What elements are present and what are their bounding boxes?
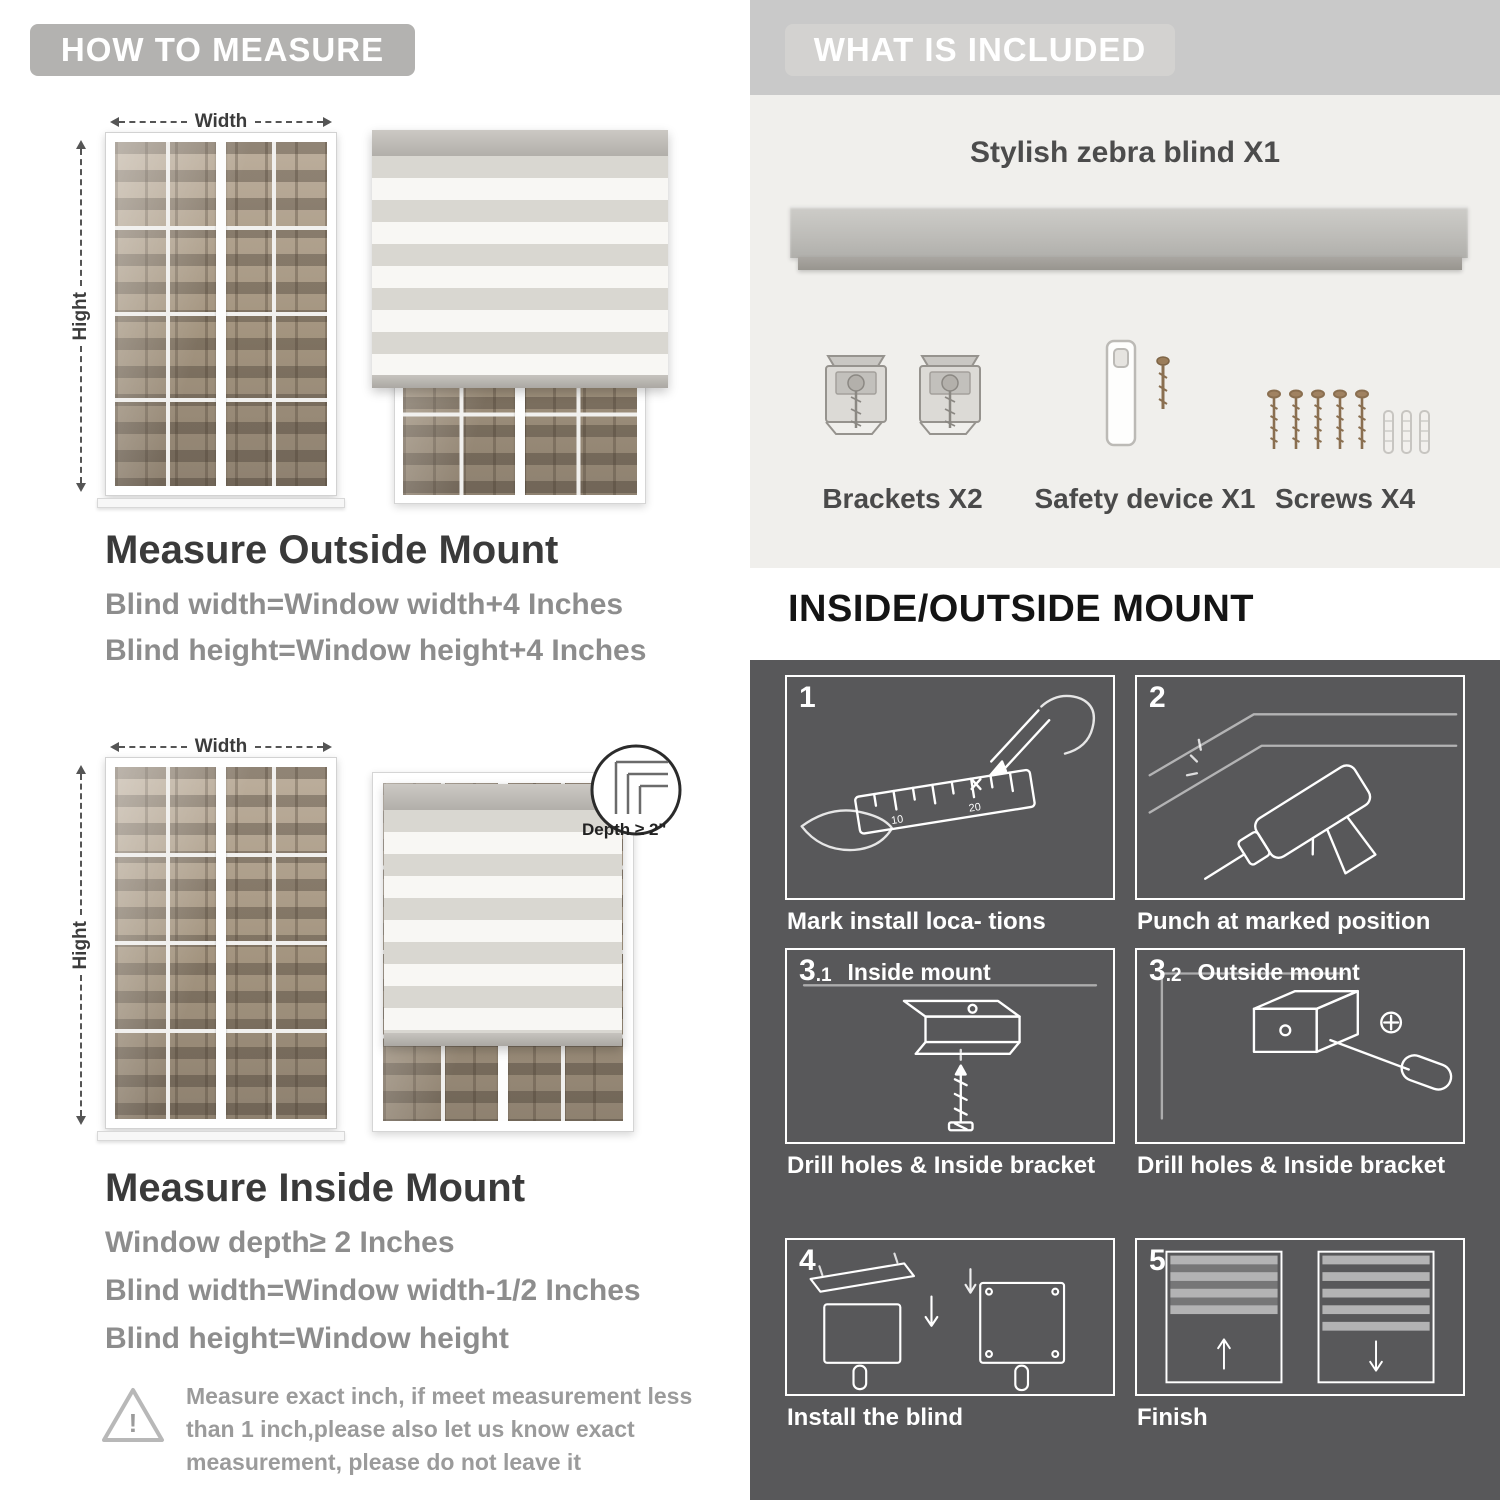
zebra-blind-inside xyxy=(372,772,634,1132)
note-line-3: measurement, please do not leave it xyxy=(186,1449,581,1475)
arrow-up-icon xyxy=(76,765,86,774)
step-panel-4: 4 xyxy=(785,1238,1115,1396)
zebra-shade xyxy=(384,784,622,1046)
zebra-blind-outside xyxy=(372,130,668,504)
product-name: Stylish zebra blind X1 xyxy=(969,136,1281,169)
width-measure-inside: Width xyxy=(110,737,332,756)
width-measure-outside: Width xyxy=(110,112,332,131)
brackets-label: Brackets X2 xyxy=(822,483,983,514)
zebra-stripes xyxy=(384,810,622,1033)
screws-icon xyxy=(1267,389,1430,454)
warning-triangle-icon: ! xyxy=(102,1388,164,1442)
step-number: 5 xyxy=(1149,1244,1166,1277)
safety-device-icon xyxy=(1105,339,1170,447)
blind-cassette xyxy=(384,784,622,810)
note-line-1: Measure exact inch, if meet measurement … xyxy=(186,1383,693,1409)
zebra-blind-headrail xyxy=(790,206,1468,258)
height-label: Hight xyxy=(70,920,91,970)
blind-cassette xyxy=(372,130,668,156)
blind-bottom-rail xyxy=(372,375,668,388)
drill-icon xyxy=(1148,713,1458,880)
window-photo-outside xyxy=(105,132,337,496)
step-caption-5: Finish xyxy=(1137,1404,1208,1431)
arrow-down-icon xyxy=(76,1116,86,1126)
window-sill xyxy=(97,498,345,508)
step-panel-2: 2 xyxy=(1135,675,1465,900)
inside-rule-height: Blind height=Window height xyxy=(105,1322,509,1355)
step-caption-3-2: Drill holes & Inside bracket xyxy=(1137,1152,1446,1179)
width-label: Width xyxy=(194,111,248,132)
height-measure-inside: Hight xyxy=(70,765,92,1126)
blind-bottom-rail xyxy=(384,1033,622,1046)
zebra-stripes xyxy=(372,156,668,375)
step-caption-3-1: Drill holes & Inside bracket xyxy=(787,1152,1096,1179)
measure-mark-icon: 10 20 xyxy=(800,694,1096,852)
height-label: Hight xyxy=(70,291,91,341)
finish-icon xyxy=(1165,1250,1435,1384)
mount-heading-band xyxy=(750,568,1500,660)
safety-device-label: Safety device X1 xyxy=(1034,483,1256,514)
screws-label: Screws X4 xyxy=(1274,483,1416,514)
inside-bracket-icon xyxy=(802,984,1098,1132)
svg-text:10: 10 xyxy=(890,813,904,827)
depth-callout-label: Depth ≥ 2" xyxy=(582,820,667,839)
warning-mark: ! xyxy=(129,1408,138,1438)
measure-note: Measure exact inch, if meet measurement … xyxy=(186,1380,726,1479)
mount-steps-panel: 1 10 20 xyxy=(750,660,1500,1500)
window-mullion xyxy=(216,142,226,486)
arrow-down-icon xyxy=(76,483,86,493)
step-caption-4: Install the blind xyxy=(787,1404,964,1431)
arrow-up-icon xyxy=(76,140,86,149)
window-mullion xyxy=(216,767,226,1119)
step-panel-1: 1 10 20 xyxy=(785,675,1115,900)
step-caption-2: Punch at marked position xyxy=(1137,908,1431,935)
headrail-lip xyxy=(798,257,1462,270)
height-measure-outside: Hight xyxy=(70,140,92,493)
how-to-measure-header: HOW TO MEASURE xyxy=(30,24,415,76)
arrow-right-icon xyxy=(323,741,332,752)
window-sill xyxy=(97,1131,345,1141)
arrow-left-icon xyxy=(110,741,119,752)
install-blind-icon xyxy=(809,1252,1066,1392)
depth-callout-icon xyxy=(590,744,682,836)
outside-bracket-icon xyxy=(1160,972,1453,1120)
inside-mount-title: Measure Inside Mount xyxy=(105,1166,526,1210)
step-number: 1 xyxy=(799,681,816,714)
arrow-right-icon xyxy=(323,116,332,127)
inside-rule-depth: Window depth≥ 2 Inches xyxy=(105,1226,455,1259)
outside-rule-width: Blind width=Window width+4 Inches xyxy=(105,588,624,621)
zebra-shade xyxy=(372,130,668,388)
step-number: 4 xyxy=(799,1244,816,1277)
arrow-left-icon xyxy=(110,116,119,127)
mount-heading: INSIDE/OUTSIDE MOUNT xyxy=(788,588,1255,630)
step-caption-1: Mark install loca- tions xyxy=(787,908,1046,935)
note-line-2: than 1 inch,please also let us know exac… xyxy=(186,1416,635,1442)
window-photo-inside xyxy=(105,757,337,1129)
included-body xyxy=(750,95,1500,568)
outside-mount-title: Measure Outside Mount xyxy=(105,528,559,572)
window-glass xyxy=(115,142,327,486)
outside-rule-height: Blind height=Window height+4 Inches xyxy=(105,634,647,667)
step-number: 2 xyxy=(1149,681,1166,714)
brackets-icon xyxy=(825,355,981,435)
inside-rule-width: Blind width=Window width-1/2 Inches xyxy=(105,1274,641,1307)
window-glass xyxy=(115,767,327,1119)
svg-text:20: 20 xyxy=(968,801,982,815)
width-label: Width xyxy=(194,736,248,757)
step-panel-5: 5 xyxy=(1135,1238,1465,1396)
what-is-included-header: WHAT IS INCLUDED xyxy=(785,24,1175,76)
